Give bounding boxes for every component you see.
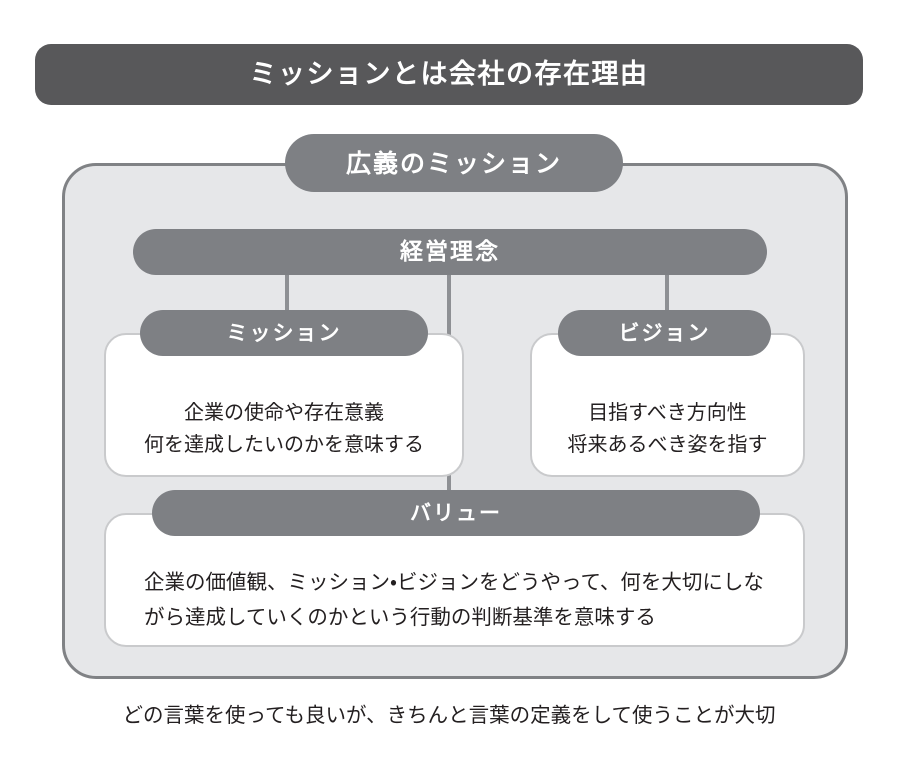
philosophy-bar: 経営理念 bbox=[133, 229, 767, 275]
card-value-line-2: がら達成していくのかという行動の判断基準を意味する bbox=[144, 605, 656, 629]
title-text: ミッションとは会社の存在理由 bbox=[249, 59, 649, 90]
card-vision-body: 目指すべき方向性 将来あるべき姿を指す bbox=[532, 381, 803, 475]
broad-mission-pill: 広義のミッション bbox=[285, 134, 623, 192]
connector-philosophy-to-mission bbox=[285, 270, 289, 322]
card-mission-line-2: 何を達成したいのかを意味する bbox=[144, 432, 424, 456]
card-vision-label: ビジョン bbox=[618, 320, 711, 345]
footer-caption: どの言葉を使っても良いが、きちんと言葉の定義をして使うことが大切 bbox=[122, 703, 776, 727]
philosophy-label: 経営理念 bbox=[400, 238, 500, 265]
card-mission-label: ミッション bbox=[226, 320, 342, 345]
card-vision-line-1: 目指すべき方向性 bbox=[588, 399, 747, 424]
card-mission-header-pill: ミッション bbox=[140, 310, 428, 356]
card-mission: 企業の使命や存在意義 何を達成したいのかを意味する bbox=[104, 333, 464, 477]
card-mission-line-1: 企業の使命や存在意義 bbox=[184, 399, 384, 424]
card-vision-header-pill: ビジョン bbox=[558, 310, 771, 356]
broad-mission-label: 広義のミッション bbox=[345, 148, 562, 178]
card-value-header-pill: バリュー bbox=[152, 490, 760, 536]
card-mission-body: 企業の使命や存在意義 何を達成したいのかを意味する bbox=[106, 381, 462, 475]
title-banner: ミッションとは会社の存在理由 bbox=[35, 44, 863, 105]
card-value-line-1: 企業の価値観、ミッション・ビジョンをどうやって、何を大切にしな bbox=[144, 569, 764, 594]
connector-philosophy-to-vision bbox=[665, 270, 669, 322]
card-vision-line-2: 将来あるべき姿を指す bbox=[567, 432, 768, 456]
card-value-label: バリュー bbox=[410, 500, 502, 525]
card-value-body: 企業の価値観、ミッション・ビジョンをどうやって、何を大切にしな がら達成していく… bbox=[106, 555, 803, 645]
card-vision: 目指すべき方向性 将来あるべき姿を指す bbox=[530, 333, 805, 477]
